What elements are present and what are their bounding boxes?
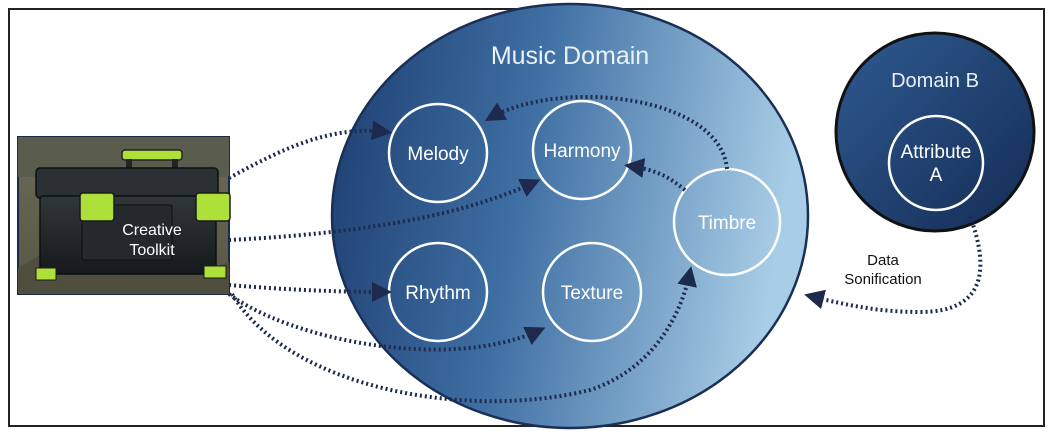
toolkit-label-line1: Creative xyxy=(122,222,182,239)
domain-b-circle xyxy=(834,31,1036,233)
texture-node: Texture xyxy=(541,241,643,343)
toolbox-image: Creative Toolkit xyxy=(17,136,231,295)
music-domain: Music Domain Melody Harmony Rhythm Textu… xyxy=(330,2,810,430)
harmony-label: Harmony xyxy=(543,141,621,162)
domain-b: Domain B Attribute A xyxy=(834,31,1036,233)
sonification-label-line2: Sonification xyxy=(844,271,922,288)
sonification-label-line1: Data xyxy=(867,252,899,269)
attribute-a-label-line1: Attribute xyxy=(901,142,972,163)
texture-label: Texture xyxy=(561,283,623,304)
rhythm-label: Rhythm xyxy=(405,283,470,304)
melody-node: Melody xyxy=(387,102,489,204)
toolkit-label-line2: Toolkit xyxy=(129,242,175,259)
music-domain-title: Music Domain xyxy=(491,42,649,70)
attribute-a-node xyxy=(887,114,985,212)
arrow-toolkit-timbre xyxy=(230,266,697,404)
arrow-timbre-melody xyxy=(484,95,729,170)
arrow-toolkit-harmony xyxy=(228,178,541,242)
music-domain-ellipse xyxy=(330,2,810,430)
melody-label: Melody xyxy=(407,144,469,165)
arrow-toolkit-melody xyxy=(228,120,392,180)
arrow-toolkit-rhythm xyxy=(228,281,392,302)
timbre-label: Timbre xyxy=(698,213,756,234)
arrow-attribute-timbre xyxy=(804,215,983,315)
domain-b-title: Domain B xyxy=(891,70,979,92)
harmony-node: Harmony xyxy=(531,99,633,201)
attribute-a-label-line2: A xyxy=(930,165,943,186)
connector-arrows xyxy=(227,95,983,404)
